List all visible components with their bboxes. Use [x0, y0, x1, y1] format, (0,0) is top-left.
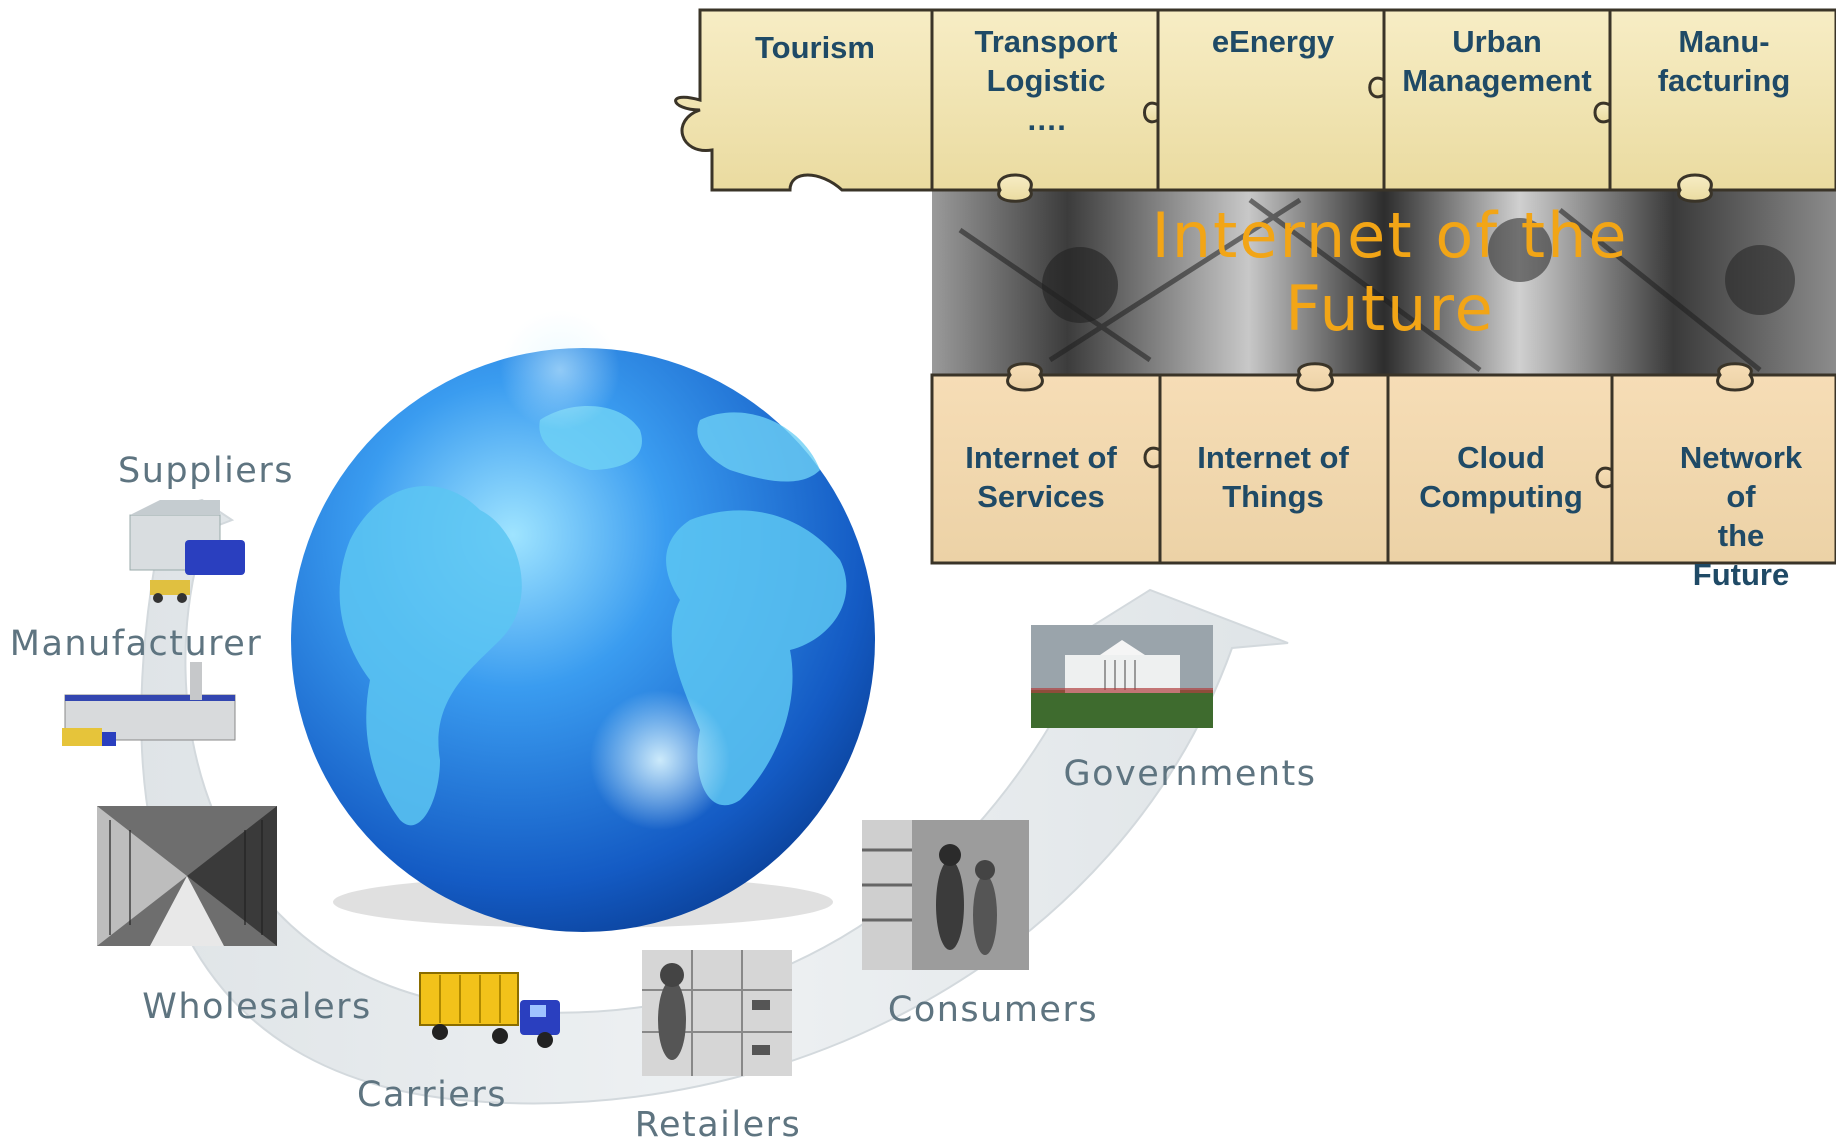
stage-label-carriers: Carriers — [357, 1075, 507, 1115]
puzzle-center-title-line1: Internet of the — [1151, 199, 1629, 272]
retail-image — [642, 950, 792, 1076]
puzzle-label-urban: Urban Management — [1402, 24, 1592, 98]
stage-label-consumers: Consumers — [887, 990, 1099, 1030]
stage-label-suppliers: Suppliers — [118, 451, 294, 491]
globe-icon — [291, 310, 875, 932]
stage-label-governments: Governments — [1063, 754, 1317, 794]
puzzle-label-eenergy: eEnergy — [1211, 24, 1335, 59]
truck-image — [419, 972, 560, 1048]
stage-label-wholesalers: Wholesalers — [142, 987, 372, 1027]
puzzle-piece-manufacturing — [1608, 8, 1836, 192]
puzzle-center-title-line2: Future — [1285, 272, 1495, 345]
puzzle-label-tourism: Tourism — [755, 30, 875, 65]
puzzle-label-transport: Transport Logistic …. — [974, 24, 1118, 137]
puzzle-label-things: Internet of Things — [1197, 440, 1349, 514]
puzzle-label-network: Network of the Future — [1679, 440, 1803, 592]
puzzle-piece-urban — [1382, 8, 1612, 192]
manufacturer-image — [62, 662, 236, 746]
stage-label-manufacturer: Manufacturer — [9, 624, 263, 664]
puzzle-piece-eenergy — [1156, 8, 1386, 192]
puzzle-label-cloud: Cloud Computing — [1419, 440, 1583, 514]
warehouse-image — [97, 806, 277, 946]
puzzle-piece-cloud — [1386, 373, 1614, 565]
puzzle-label-manufacturing: Manu- facturing — [1657, 24, 1791, 98]
stage-label-retailers: Retailers — [634, 1105, 802, 1144]
puzzle-label-services: Internet of Services — [965, 440, 1117, 514]
puzzle-piece-transport — [930, 8, 1160, 192]
government-building-image — [1031, 625, 1213, 728]
puzzle-piece-tourism — [674, 8, 934, 192]
consumers-image — [862, 820, 1029, 970]
factory-image — [129, 500, 245, 603]
